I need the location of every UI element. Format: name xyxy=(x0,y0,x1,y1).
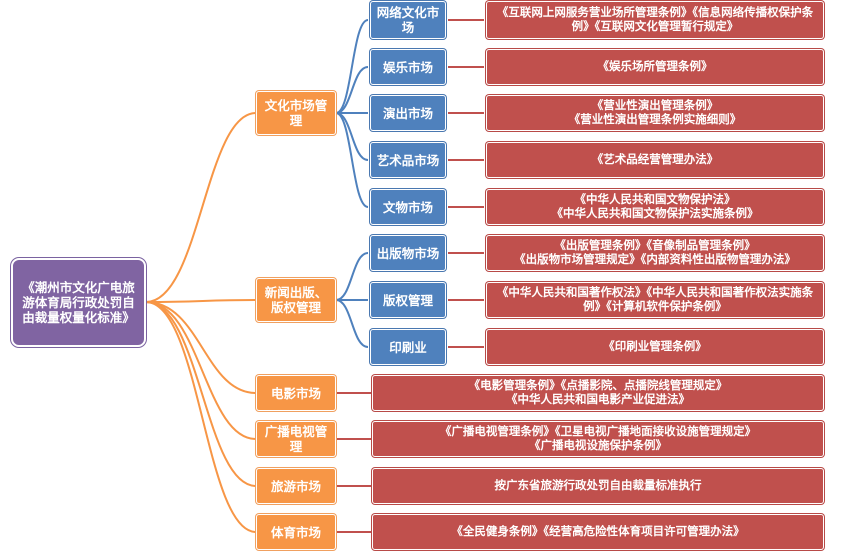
leaf-network-culture: 《互联网上网服务营业场所管理条例》《信息网络传播权保护条例》《互联网文化管理暂行… xyxy=(486,1,824,39)
connector-culture-relic xyxy=(335,112,369,208)
rule-text: 《全民健身条例》《经营高危险性体育项目许可管理办法》 xyxy=(451,524,745,539)
connector-root-tourism xyxy=(145,301,257,487)
leaf-tourism-market: 按广东省旅游行政处罚自由裁量标准执行 xyxy=(372,468,824,504)
rule-text: 《出版物市场管理规定》《内部资料性出版物管理办法》 xyxy=(514,252,796,266)
branch-label: 新闻出版、版权管理 xyxy=(264,285,328,315)
connector-root-press xyxy=(145,299,257,303)
rule-text: 《中华人民共和国文物保护法实施条例》 xyxy=(551,206,759,220)
connector-root-culture xyxy=(145,112,257,303)
leaf-sports-market: 《全民健身条例》《经营高危险性体育项目许可管理办法》 xyxy=(372,514,824,550)
rule-text: 《印刷业管理条例》 xyxy=(603,339,707,354)
leaf-art-market: 《艺术品经营管理办法》 xyxy=(486,142,824,178)
rule-text: 《中华人民共和国文物保护法》 xyxy=(574,192,736,207)
connector-culture-art xyxy=(335,112,369,161)
branch-culture-market: 文化市场管理 xyxy=(256,91,336,135)
branch-film-market: 电影市场 xyxy=(256,375,336,411)
rule-text: 《广播电视管理条例》《卫星电视广播地面接收设施管理规定》 xyxy=(439,424,757,439)
connector-culture-ent xyxy=(335,66,369,114)
root-node: 《潮州市文化广电旅游体育局行政处罚自由裁量权量化标准》 xyxy=(11,258,146,347)
branch-label: 电影市场 xyxy=(270,385,321,401)
rule-text: 《互联网上网服务营业场所管理条例》《信息网络传播权保护条例》《互联网文化管理暂行… xyxy=(496,5,814,33)
sub-performance: 演出市场 xyxy=(370,95,446,131)
rule-text: 《广播电视设施保护条例》 xyxy=(529,438,667,452)
leaf-publications: 《出版管理条例》《音像制品管理条例》 《出版物市场管理规定》《内部资料性出版物管… xyxy=(486,235,824,271)
connector-root-film xyxy=(145,301,257,394)
branch-label: 广播电视管理 xyxy=(264,424,328,454)
sub-label: 出版物市场 xyxy=(376,245,440,261)
connector-root-sports xyxy=(145,301,257,533)
rule-text: 《娱乐场所管理条例》 xyxy=(597,59,713,74)
connector-root-broadcast xyxy=(145,301,257,440)
sub-network-culture: 网络文化市场 xyxy=(370,1,446,39)
leaf-copyright: 《中华人民共和国著作权法》《中华人民共和国著作权法实施条例》《计算机软件保护条例… xyxy=(486,282,824,318)
sub-copyright: 版权管理 xyxy=(370,282,446,318)
leaf-performance: 《营业性演出管理条例》 《营业性演出管理条例实施细则》 xyxy=(486,95,824,131)
rule-text: 《中华人民共和国电影产业促进法》 xyxy=(506,392,690,406)
branch-label: 文化市场管理 xyxy=(264,98,328,128)
leaf-broadcast-tv: 《广播电视管理条例》《卫星电视广播地面接收设施管理规定》 《广播电视设施保护条例… xyxy=(372,421,824,457)
sub-entertainment: 娱乐市场 xyxy=(370,49,446,85)
root-label: 《潮州市文化广电旅游体育局行政处罚自由裁量权量化标准》 xyxy=(22,280,135,325)
sub-label: 演出市场 xyxy=(382,105,433,121)
sub-label: 版权管理 xyxy=(382,292,433,308)
connector-press-print xyxy=(335,299,369,348)
sub-cultural-relics: 文物市场 xyxy=(370,189,446,225)
leaf-entertainment: 《娱乐场所管理条例》 xyxy=(486,49,824,85)
branch-label: 旅游市场 xyxy=(270,478,321,494)
rule-text: 《出版管理条例》《音像制品管理条例》 xyxy=(554,238,756,253)
sub-label: 印刷业 xyxy=(389,339,427,355)
branch-label: 体育市场 xyxy=(270,524,321,540)
branch-broadcast-tv: 广播电视管理 xyxy=(256,421,336,457)
rule-text: 按广东省旅游行政处罚自由裁量标准执行 xyxy=(494,478,702,493)
sub-printing: 印刷业 xyxy=(370,329,446,365)
rule-text: 《中华人民共和国著作权法》《中华人民共和国著作权法实施条例》《计算机软件保护条例… xyxy=(496,285,814,313)
rule-text: 《营业性演出管理条例实施细则》 xyxy=(568,112,742,126)
rule-text: 《营业性演出管理条例》 xyxy=(591,98,719,113)
leaf-printing: 《印刷业管理条例》 xyxy=(486,329,824,365)
sub-art-market: 艺术品市场 xyxy=(370,142,446,178)
sub-label: 娱乐市场 xyxy=(382,59,433,75)
leaf-film-market: 《电影管理条例》《点播影院、点播院线管理规定》 《中华人民共和国电影产业促进法》 xyxy=(372,375,824,411)
rule-text: 《电影管理条例》《点播影院、点播院线管理规定》 xyxy=(468,378,728,393)
sub-label: 文物市场 xyxy=(382,199,433,215)
connector-press-pub xyxy=(335,252,369,301)
branch-tourism-market: 旅游市场 xyxy=(256,468,336,504)
connector-culture-net xyxy=(335,19,369,114)
rule-text: 《艺术品经营管理办法》 xyxy=(591,152,719,167)
branch-sports-market: 体育市场 xyxy=(256,514,336,550)
sub-publications: 出版物市场 xyxy=(370,235,446,271)
branch-press-copyright: 新闻出版、版权管理 xyxy=(256,278,336,322)
leaf-cultural-relics: 《中华人民共和国文物保护法》 《中华人民共和国文物保护法实施条例》 xyxy=(486,189,824,225)
sub-label: 艺术品市场 xyxy=(376,152,440,168)
sub-label: 网络文化市场 xyxy=(376,5,440,35)
